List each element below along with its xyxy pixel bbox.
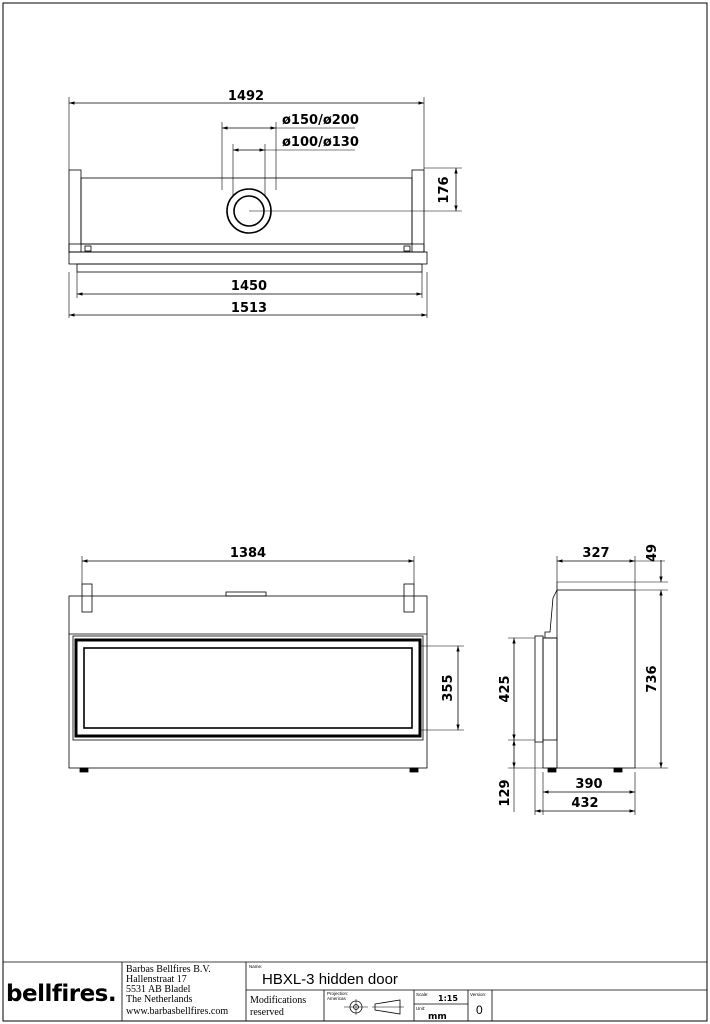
product-name: HBXL-3 hidden door (262, 971, 398, 988)
company-line-4: The Netherlands (126, 994, 192, 1005)
projection-caption-1: Projection: (327, 991, 348, 996)
dim-flue-inner: ø100/ø130 (282, 135, 359, 150)
dim-1513: 1513 (231, 301, 267, 316)
dim-176: 176 (437, 176, 452, 203)
dim-425: 425 (498, 675, 513, 702)
title-block (3, 961, 707, 1021)
company-line-2: Hallenstraat 17 (126, 974, 187, 985)
side-view (508, 556, 668, 815)
unit-caption: Unit: (416, 1006, 425, 1011)
dim-49: 49 (645, 544, 660, 562)
company-logo: bellfires. (6, 981, 116, 1007)
top-view (68, 97, 462, 318)
company-line-5: www.barbasbellfires.com (126, 1006, 228, 1017)
dim-327: 327 (582, 546, 609, 561)
name-caption: Name: (249, 964, 262, 969)
dim-flue-outer: ø150/ø200 (282, 113, 359, 128)
company-line-3: 5531 AB Bladel (126, 984, 191, 995)
dim-432: 432 (571, 796, 598, 811)
dim-355: 355 (441, 674, 456, 701)
modifications-line-1: Modifications (250, 995, 306, 1006)
company-line-1: Barbas Bellfires B.V. (126, 964, 211, 975)
version-value: 0 (476, 1003, 483, 1017)
front-view (68, 556, 464, 773)
scale-value: 1:15 (438, 994, 458, 1003)
dim-1384: 1384 (230, 546, 266, 561)
dim-736: 736 (645, 665, 660, 692)
projection-caption-2: Americas (327, 996, 347, 1001)
unit-value: mm (428, 1012, 447, 1022)
scale-caption: Scale: (416, 992, 429, 997)
version-caption: Version: (470, 992, 486, 997)
modifications-line-2: reserved (250, 1007, 284, 1018)
dim-1492: 1492 (228, 89, 264, 104)
dim-390: 390 (575, 777, 602, 792)
dim-129: 129 (498, 779, 513, 806)
dim-1450: 1450 (231, 279, 267, 294)
